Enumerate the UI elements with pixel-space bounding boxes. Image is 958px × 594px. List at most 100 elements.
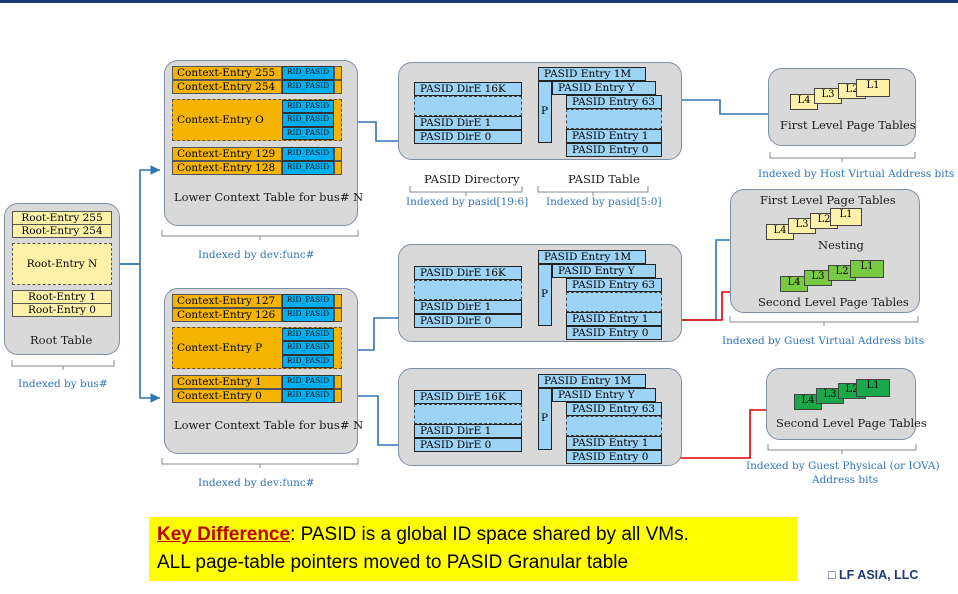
page-level-l1: L1 [830, 208, 862, 226]
pasid-dir-entry: PASID DirE 1 [414, 424, 522, 438]
rid-pasid-field: RID_PASID [282, 100, 334, 113]
nesting-indexed: Indexed by Guest Virtual Address bits [722, 335, 925, 347]
rid-pasid-field: RID_PASID [282, 375, 334, 389]
key-title: Key Difference [157, 524, 291, 545]
nesting-second-level-caption: Second Level Page Tables [758, 295, 909, 309]
page-level-l3: L3 [804, 270, 832, 286]
pasid-table-label: PASID Table [568, 172, 640, 186]
context-entry: Context-Entry 255 [172, 66, 282, 80]
page-level-l1: L1 [856, 79, 890, 97]
root-entry: Root-Entry 1 [12, 290, 112, 304]
rid-pasid-field: RID_PASID [282, 80, 334, 94]
second-level-caption: Second Level Page Tables [776, 416, 927, 430]
pasid-entry-63: PASID Entry 63 [566, 278, 662, 292]
nesting-first-level-title: First Level Page Tables [760, 193, 896, 207]
pasid-entry: PASID Entry 0 [566, 326, 662, 340]
page-level-l2: L2 [828, 265, 856, 281]
pasid-entry-1: PASID Entry 1 [566, 312, 662, 326]
nesting-label: Nesting [818, 238, 864, 252]
rid-pasid-field: RID_PASID [282, 308, 334, 322]
rid-pasid-field: RID_PASID [282, 113, 334, 127]
context-entry-tail [334, 389, 342, 403]
pasid-entry-stack: P [538, 264, 552, 326]
root-entry: Root-Entry 255 [12, 211, 112, 225]
pasid-dir-entry: PASID DirE 0 [414, 314, 522, 328]
pasid-entry: PASID Entry 1 [566, 436, 662, 450]
root-entry: Root-Entry 254 [12, 224, 112, 238]
rid-pasid-field: RID_PASID [282, 294, 334, 308]
root-indexed-label: Indexed by bus# [18, 378, 108, 390]
pasid-entry: PASID Entry Y [552, 81, 656, 95]
pasid-entry: PASID Entry 1 [566, 129, 662, 143]
pasid-entry: PASID Entry 63 [566, 402, 662, 416]
pasid-dir-entry: PASID DirE 1 [414, 300, 522, 314]
context-entry-tail [334, 66, 342, 80]
pasid-entry: PASID Entry 0 [566, 143, 662, 157]
second-level-indexed-2: Address bits [812, 474, 879, 486]
company-logo: □ LF ASIA, LLC [828, 568, 918, 582]
pasid-dir-entry: PASID DirE 1 [414, 116, 522, 130]
logo-square-icon: □ [828, 568, 840, 582]
context-table-caption: Lower Context Table for bus# N [174, 418, 364, 432]
page-level-l4: L4 [766, 224, 794, 240]
context-entry: Context-Entry 127 [172, 294, 282, 308]
rid-pasid-field: RID_PASID [282, 147, 334, 161]
context-indexed-label: Indexed by dev:func# [198, 477, 315, 489]
context-entry-tail [334, 147, 342, 161]
context-entry-tail [334, 375, 342, 389]
context-entry-tail [334, 294, 342, 308]
context-entry-tail [334, 161, 342, 175]
nesting-panel [730, 189, 920, 313]
page-level-l1: L1 [850, 260, 884, 278]
pasid-table-indexed: Indexed by pasid[5:0] [546, 196, 662, 208]
root-entry-n: Root-Entry N [12, 243, 112, 285]
pasid-entry-dashed [566, 416, 662, 436]
context-entry: Context-Entry 128 [172, 161, 282, 175]
top-bar [0, 0, 958, 3]
logo-text: LF ASIA, LLC [839, 568, 919, 582]
page-level-l3: L3 [814, 88, 842, 104]
page-level-l1: L1 [856, 379, 890, 397]
pasid-entry: PASID Entry 1M [538, 250, 646, 264]
rid-pasid-field: RID_PASID [282, 355, 334, 368]
page-level-l3: L3 [788, 218, 816, 234]
first-level-indexed: Indexed by Host Virtual Address bits [758, 168, 955, 180]
context-entry: Context-Entry 126 [172, 308, 282, 322]
rid-pasid-field: RID_PASID [282, 161, 334, 175]
key-line-1: Key Difference: PASID is a global ID spa… [157, 521, 789, 549]
pasid-dir-entry: PASID DirE 16K [414, 82, 522, 96]
context-entry-tail [334, 80, 342, 94]
rid-pasid-field: RID_PASID [282, 389, 334, 403]
pasid-entry-dashed [566, 109, 662, 129]
pasid-entry-stack: P [538, 388, 552, 450]
rid-pasid-field: RID_PASID [282, 341, 334, 355]
pasid-entry-stack: P [538, 81, 552, 143]
pasid-entry-0: PASID Entry 0 [566, 450, 662, 464]
rid-pasid-field: RID_PASID [282, 127, 334, 140]
pasid-entry-dashed [566, 292, 662, 312]
pasid-entry: PASID Entry Y [552, 388, 656, 402]
second-level-panel [766, 368, 916, 440]
key-text-2: ALL page-table pointers moved to PASID G… [157, 552, 629, 573]
first-level-caption: First Level Page Tables [780, 118, 916, 132]
context-entry: Context-Entry 129 [172, 147, 282, 161]
root-table-caption: Root Table [30, 333, 93, 347]
context-entry: Context-Entry 0 [172, 389, 282, 403]
pasid-dir-entry: PASID DirE 0 [414, 130, 522, 144]
context-entry: Context-Entry 1 [172, 375, 282, 389]
pasid-dir-entry: PASID DirE 16K [414, 266, 522, 280]
context-indexed-label: Indexed by dev:func# [198, 249, 315, 261]
pasid-entry: PASID Entry 1M [538, 374, 646, 388]
pasid-dir-indexed: Indexed by pasid[19:6] [406, 196, 529, 208]
pasid-entry: PASID Entry Y [552, 264, 656, 278]
pasid-entry-63: PASID Entry 63 [566, 95, 662, 109]
rid-pasid-field: RID_PASID [282, 328, 334, 341]
key-difference-box: Key Difference: PASID is a global ID spa… [149, 517, 797, 581]
pasid-dir-dashed [414, 280, 522, 300]
root-entry: Root-Entry 0 [12, 303, 112, 317]
key-text-1: : PASID is a global ID space shared by a… [290, 524, 689, 545]
rid-pasid-field: RID_PASID [282, 66, 334, 80]
context-entry-tail [334, 308, 342, 322]
pasid-dir-dashed [414, 96, 522, 116]
pasid-directory-label: PASID Directory [424, 172, 520, 186]
